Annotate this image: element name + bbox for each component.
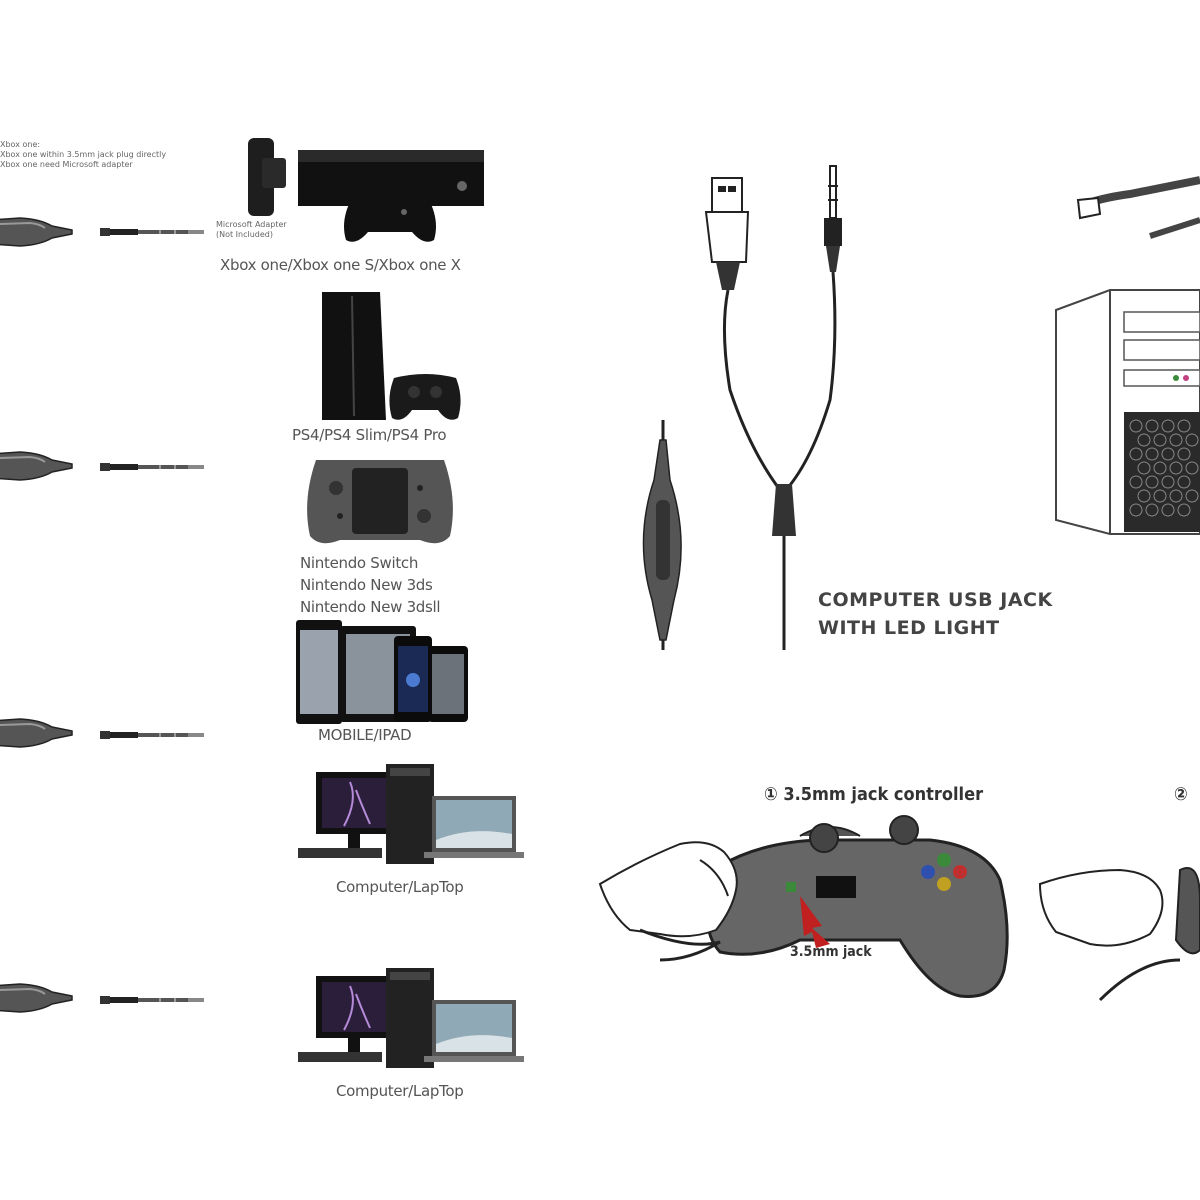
controller-title: ① 3.5mm jack controller — [764, 784, 984, 805]
pc-tower-icon — [386, 968, 434, 1068]
jack-arrow-icon — [800, 896, 830, 948]
nintendo-illustration — [307, 460, 453, 544]
xbox-illustration — [248, 138, 484, 242]
adapter-icon — [248, 138, 274, 216]
xbox-note: Xbox one: Xbox one within 3.5mm jack plu… — [0, 140, 167, 169]
plug-1 — [99, 227, 205, 237]
mobile-illustration — [296, 620, 468, 724]
usb-splitter-cable-illustration — [642, 165, 842, 650]
splitter-icon — [772, 484, 796, 536]
front-ports-icon — [1123, 369, 1200, 387]
keyboard-icon — [298, 1052, 382, 1062]
computer-illustration-1 — [298, 764, 524, 864]
plug-4 — [99, 995, 205, 1005]
computer-caption-1: Computer/LapTop — [336, 878, 464, 896]
plug-3 — [99, 730, 205, 740]
computer-illustration-2 — [298, 968, 524, 1068]
nintendo-caption: Nintendo Switch Nintendo New 3ds Nintend… — [300, 554, 441, 616]
hand-icon-2 — [1038, 868, 1164, 947]
second-step-marker: ② — [1174, 784, 1188, 805]
xbox-controller-icon — [344, 193, 436, 242]
usb-plug-icon — [711, 177, 743, 213]
remote-4 — [0, 983, 73, 1013]
mobile-caption: MOBILE/IPAD — [318, 726, 412, 744]
ps4-caption: PS4/PS4 Slim/PS4 Pro — [292, 426, 447, 444]
controller-illustration — [598, 815, 1200, 1002]
gamepad-icon — [706, 838, 1009, 998]
remote-2 — [0, 451, 73, 481]
plug-2 — [99, 462, 205, 472]
xbox-console-icon — [298, 150, 484, 206]
ps4-controller-icon — [389, 374, 461, 420]
xbox-caption: Xbox one/Xbox one S/Xbox one X — [220, 256, 461, 274]
pc-tower-icon — [386, 764, 434, 864]
jack-label: 3.5mm jack — [790, 944, 872, 960]
pc-tower-illustration — [1055, 176, 1200, 535]
ps4-illustration — [322, 292, 461, 420]
remote-1 — [0, 217, 73, 247]
adapter-note: Microsoft Adapter (Not Included) — [216, 220, 287, 239]
jack-port-icon — [786, 882, 796, 892]
keyboard-icon — [298, 848, 382, 858]
audio-plug-icon — [829, 165, 837, 219]
computer-caption-2: Computer/LapTop — [336, 1082, 464, 1100]
usb-caption: COMPUTER USB JACK WITH LED LIGHT — [818, 589, 1053, 639]
remote-3 — [0, 718, 73, 748]
